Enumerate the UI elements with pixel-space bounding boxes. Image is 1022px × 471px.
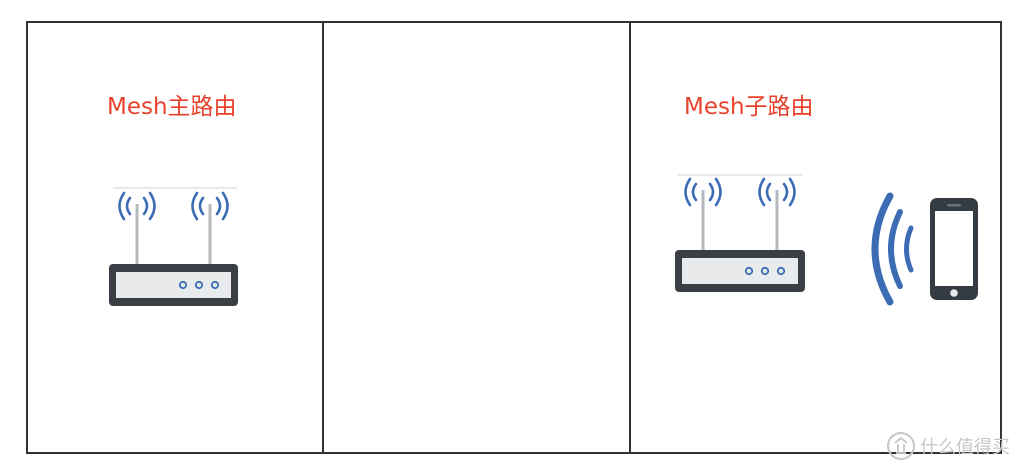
diagram-frame	[26, 21, 1002, 454]
panel-divider	[322, 23, 324, 452]
main-router-icon	[109, 187, 238, 306]
main-router-label: Mesh主路由	[107, 94, 237, 120]
wireless-signal-icon	[871, 192, 914, 306]
panel-divider	[629, 23, 631, 452]
smzdm-logo-icon	[887, 432, 915, 460]
sub-router-label: Mesh子路由	[684, 94, 814, 120]
watermark-text: 什么值得买	[920, 437, 1010, 458]
sub-router-icon	[675, 174, 805, 292]
smartphone-icon	[930, 198, 978, 300]
watermark: 什么值得买	[886, 431, 1010, 461]
